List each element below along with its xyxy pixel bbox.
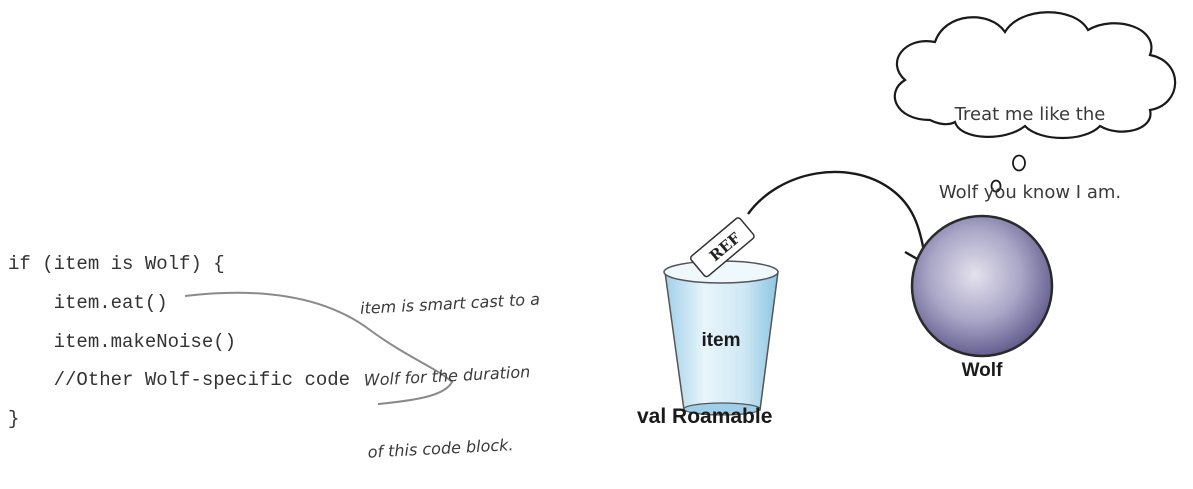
code-line-2: item.eat() [8, 292, 168, 314]
scope-curve [184, 291, 454, 405]
wolf-object-ball [910, 214, 1054, 358]
reference-remote [689, 217, 755, 278]
code-line-4: //Other Wolf-specific code [8, 369, 351, 391]
code-line-3: item.makeNoise() [8, 331, 237, 353]
thought-cloud [893, 11, 1177, 140]
cup-label: item [701, 330, 741, 351]
thought-dot-large [1012, 154, 1026, 172]
annotation-line-2: Wolf for the duration [363, 362, 531, 390]
code-line-5: } [8, 408, 20, 430]
variable-cup [663, 260, 779, 416]
annotation-line-3: of this code block. [367, 435, 514, 462]
thought-bubble-text: Treat me like the Wolf you know I am. [915, 50, 1145, 232]
thought-dot-small [990, 179, 1002, 193]
code-line-1: if (item is Wolf) { [8, 253, 225, 275]
thought-line-2: Wolf you know I am. [938, 182, 1122, 203]
reference-arrow [747, 170, 927, 259]
variable-type-caption: val Roamable [637, 405, 773, 428]
smart-cast-annotation: item is smart cast to a Wolf for the dur… [357, 240, 549, 489]
diagram-canvas [184, 11, 1177, 416]
object-label: Wolf [961, 360, 1003, 381]
thought-line-1: Treat me like the [954, 104, 1106, 125]
annotation-line-1: item is smart cast to a [359, 289, 541, 318]
